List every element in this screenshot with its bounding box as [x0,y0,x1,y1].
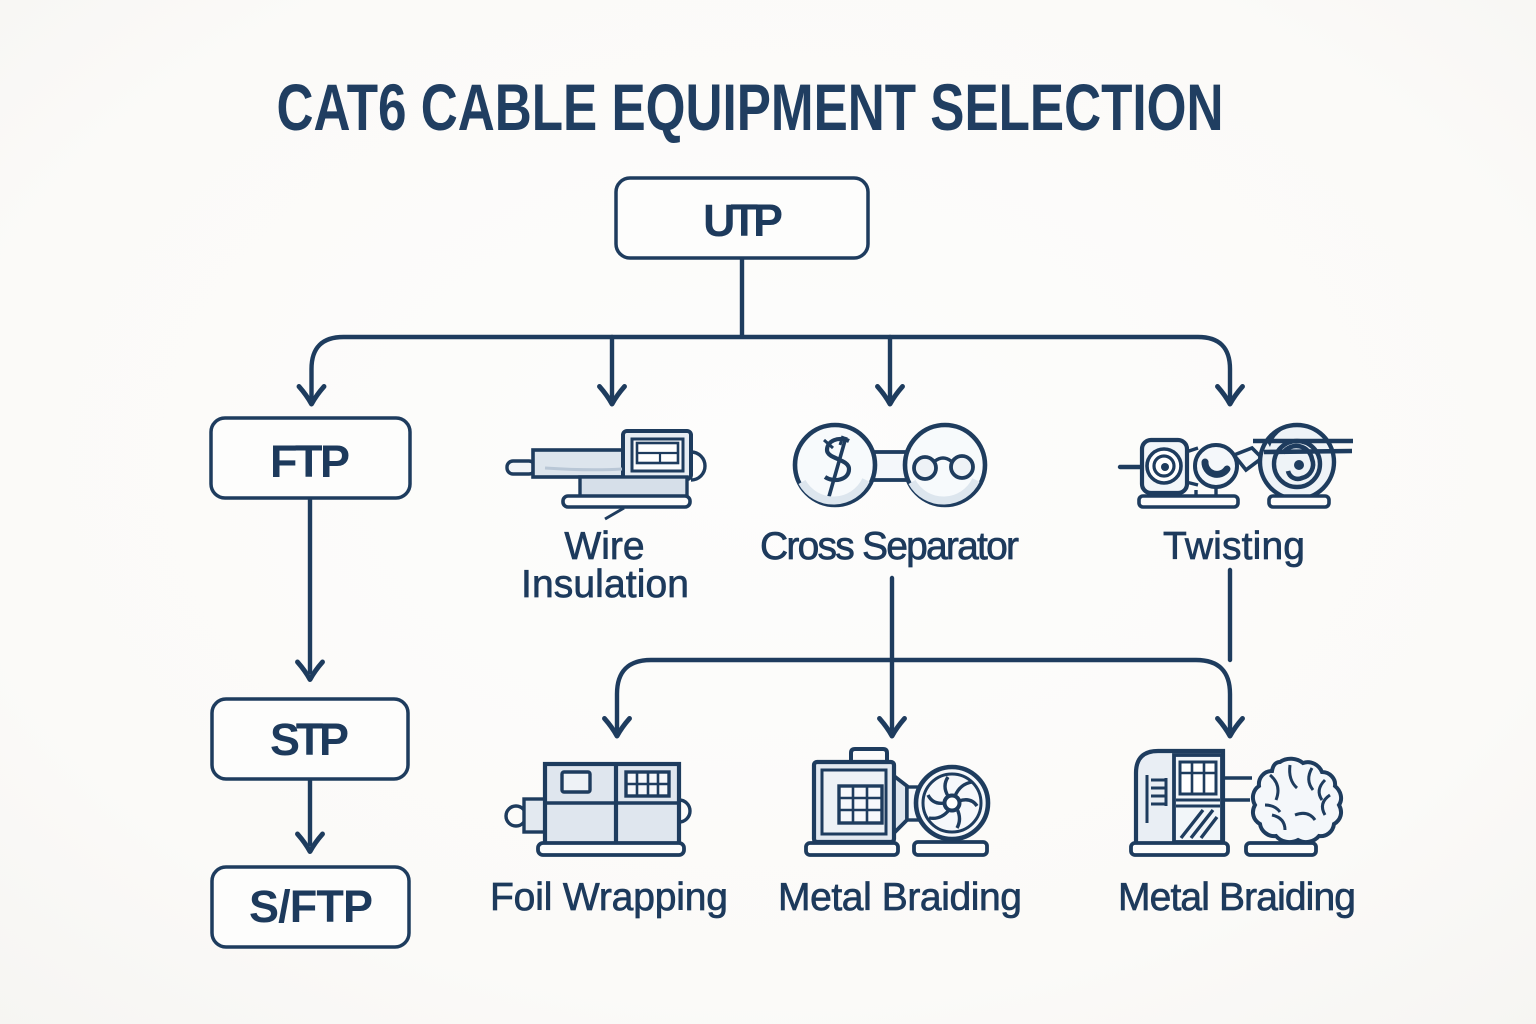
svg-text:Metal Braiding: Metal Braiding [778,876,1022,919]
svg-text:Wire: Wire [564,525,644,568]
svg-text:Twisting: Twisting [1163,525,1305,568]
svg-text:S/FTP: S/FTP [249,881,373,932]
svg-text:STP: STP [270,714,349,765]
svg-text:Cross Separator: Cross Separator [760,525,1019,568]
svg-text:UTP: UTP [703,195,783,246]
svg-text:CAT6 CABLE EQUIPMENT SELECTION: CAT6 CABLE EQUIPMENT SELECTION [277,70,1224,144]
svg-text:Insulation: Insulation [521,563,689,606]
svg-text:Metal Braiding: Metal Braiding [1118,876,1356,919]
svg-text:FTP: FTP [270,436,350,487]
svg-text:Foil Wrapping: Foil Wrapping [490,876,728,919]
